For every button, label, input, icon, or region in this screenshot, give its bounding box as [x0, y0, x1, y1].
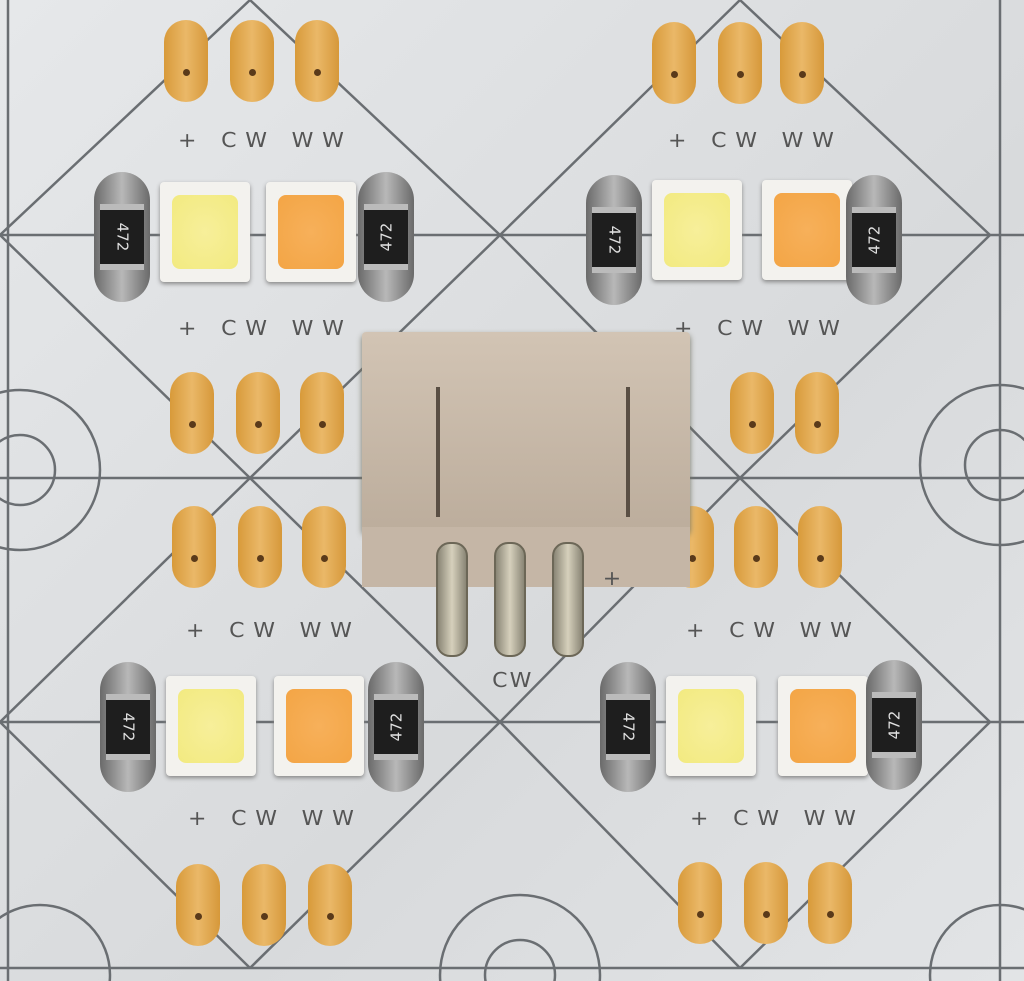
solder-pad: [734, 506, 778, 588]
resistor: 472: [600, 662, 656, 792]
connector-pin: [436, 542, 468, 657]
silkscreen-label: + CW WW: [178, 316, 353, 340]
silkscreen-label: + CW WW: [668, 128, 843, 152]
silkscreen-label: + CW WW: [186, 618, 361, 642]
led-warm-white: [778, 676, 868, 776]
solder-pad: [652, 22, 696, 104]
connector-label-cw: CW: [492, 668, 534, 692]
solder-pad: [238, 506, 282, 588]
solder-pad: [780, 22, 824, 104]
solder-pad: [176, 864, 220, 946]
solder-pad: [308, 864, 352, 946]
solder-pad: [808, 862, 852, 944]
resistor: 472: [368, 662, 424, 792]
led-cool-white: [652, 180, 742, 280]
solder-pad: [172, 506, 216, 588]
led-cool-white: [666, 676, 756, 776]
solder-pad: [170, 372, 214, 454]
resistor: 472: [846, 175, 902, 305]
resistor: 472: [358, 172, 414, 302]
solder-pad: [242, 864, 286, 946]
solder-pad: [678, 862, 722, 944]
connector-housing: [362, 332, 690, 532]
resistor: 472: [94, 172, 150, 302]
solder-pad: [718, 22, 762, 104]
solder-pad: [302, 506, 346, 588]
led-cool-white: [166, 676, 256, 776]
led-warm-white: [266, 182, 356, 282]
silkscreen-label: + CW WW: [686, 618, 861, 642]
jst-connector: [362, 332, 690, 657]
silkscreen-label: + CW WW: [690, 806, 865, 830]
resistor: 472: [586, 175, 642, 305]
solder-pad: [730, 372, 774, 454]
led-warm-white: [274, 676, 364, 776]
solder-pad: [300, 372, 344, 454]
solder-pad: [164, 20, 208, 102]
led-warm-white: [762, 180, 852, 280]
solder-pad: [295, 20, 339, 102]
connector-label-plus: +: [602, 566, 631, 590]
solder-pad: [798, 506, 842, 588]
led-cool-white: [160, 182, 250, 282]
solder-pad: [744, 862, 788, 944]
silkscreen-label: + CW WW: [178, 128, 353, 152]
connector-pin: [494, 542, 526, 657]
silkscreen-label: + CW WW: [188, 806, 363, 830]
resistor: 472: [866, 660, 922, 790]
resistor: 472: [100, 662, 156, 792]
solder-pad: [236, 372, 280, 454]
solder-pad: [230, 20, 274, 102]
solder-pad: [795, 372, 839, 454]
connector-pin: [552, 542, 584, 657]
silkscreen-label: + CW WW: [674, 316, 849, 340]
